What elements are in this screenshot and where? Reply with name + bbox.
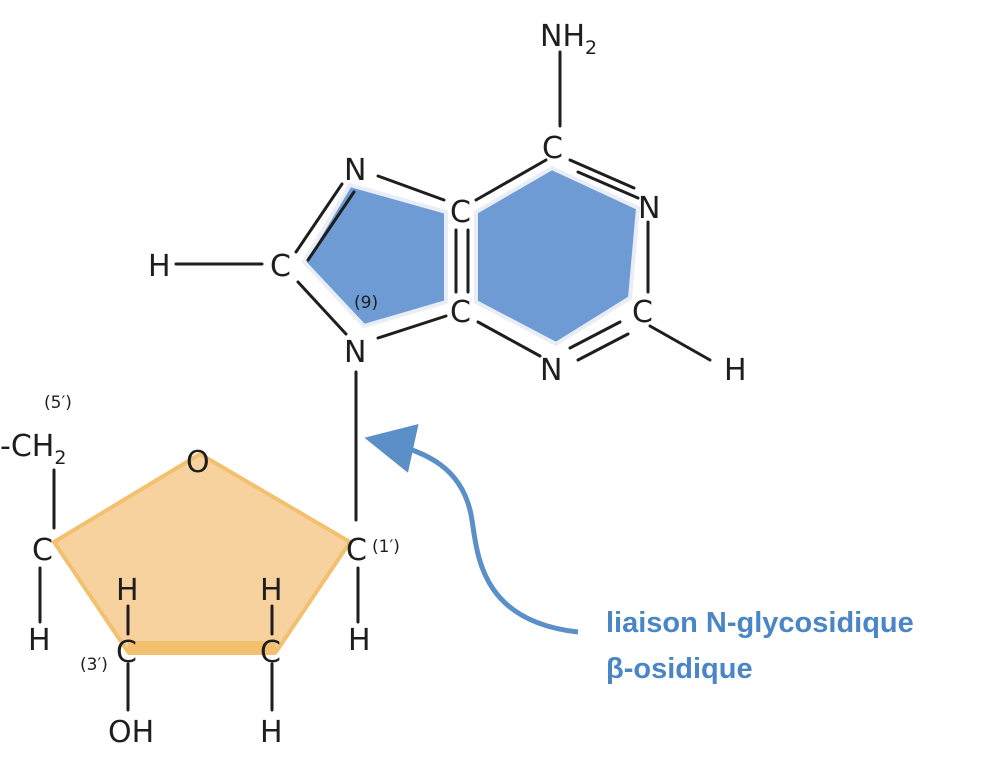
ring-oxygen: O <box>186 445 210 480</box>
atom-h-c1prime: H <box>348 623 371 658</box>
atom-n1: N <box>638 191 660 226</box>
annotation-line-1: liaison N-glycosidique <box>606 607 914 639</box>
atom-h8: H <box>148 249 171 284</box>
atom-n9: N <box>344 335 366 370</box>
hydroxyl-group: OH <box>108 715 154 750</box>
atom-c2: C <box>632 295 653 330</box>
glycosidic-bond-arrow <box>364 423 579 635</box>
position-label-1prime: (1′) <box>372 537 400 557</box>
pyrimidine-ring-fill <box>474 165 641 347</box>
atom-n3: N <box>540 353 562 388</box>
position-label-3prime: (3′) <box>80 655 108 675</box>
ch2-group: -CH2 <box>0 429 66 469</box>
position-label-9: (9) <box>354 293 378 313</box>
sugar-bonds <box>38 468 360 712</box>
atom-c5: C <box>450 195 471 230</box>
amino-group: NH2 <box>540 19 597 59</box>
atom-c4: C <box>450 295 471 330</box>
atom-h-c3prime-top: H <box>116 573 139 608</box>
purine-bonds <box>174 50 712 522</box>
position-label-5prime: (5′) <box>44 393 72 413</box>
atom-c1prime: C <box>346 533 367 568</box>
atom-c6: C <box>542 131 563 166</box>
atom-n7: N <box>344 153 366 188</box>
atom-c2prime: C <box>260 635 281 670</box>
atom-c3prime: C <box>116 635 137 670</box>
ribose-ring-fill <box>51 451 353 654</box>
imidazole-ring-fill <box>301 182 448 329</box>
atom-c4prime: C <box>32 533 53 568</box>
atom-h-c2prime-bottom: H <box>260 715 283 750</box>
atom-h-c4prime: H <box>28 623 51 658</box>
atom-h2: H <box>724 353 747 388</box>
atom-c8: C <box>270 249 291 284</box>
annotation-line-2: β-osidique <box>606 653 753 685</box>
atom-h-c2prime-top: H <box>260 573 283 608</box>
